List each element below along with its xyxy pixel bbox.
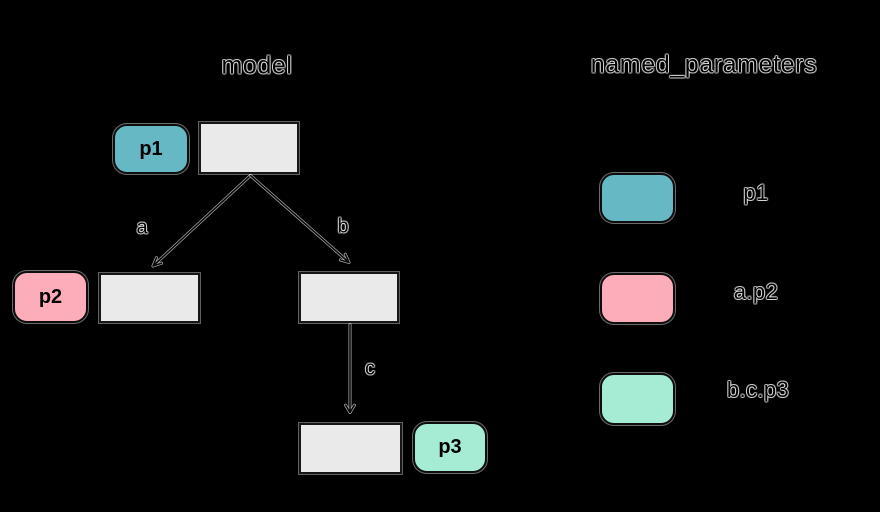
legend-swatch-b-c-p3 (600, 373, 675, 425)
legend-label-b-c-p3: b.c.p3 (726, 377, 790, 402)
module-b (299, 272, 399, 323)
legend-label-a-p2: a.p2 (733, 279, 779, 304)
edge-label-b: b (337, 215, 349, 238)
param-tag-p2: p2 (13, 271, 88, 323)
param-tag-p3: p3 (413, 422, 487, 473)
named-parameters-title: named_parameters (590, 50, 818, 79)
module-a (99, 273, 200, 323)
param-tag-p1-label: p1 (139, 137, 163, 160)
legend-label-p1: p1 (743, 180, 769, 205)
param-tag-p1: p1 (113, 124, 189, 174)
edge-label-a: a (136, 216, 148, 239)
edge-label-c: c (365, 357, 375, 380)
legend-swatch-p1 (600, 173, 675, 223)
model-title: model (221, 51, 293, 80)
module-root (199, 122, 299, 174)
tree-edge-b (249, 174, 351, 264)
tree-edge-a (151, 174, 252, 268)
param-tag-p3-label: p3 (438, 436, 462, 458)
param-tag-p2-label: p2 (38, 285, 63, 308)
tree-edge-c (344, 323, 356, 414)
legend-swatch-a-p2 (600, 273, 675, 324)
module-b-c (299, 423, 402, 474)
